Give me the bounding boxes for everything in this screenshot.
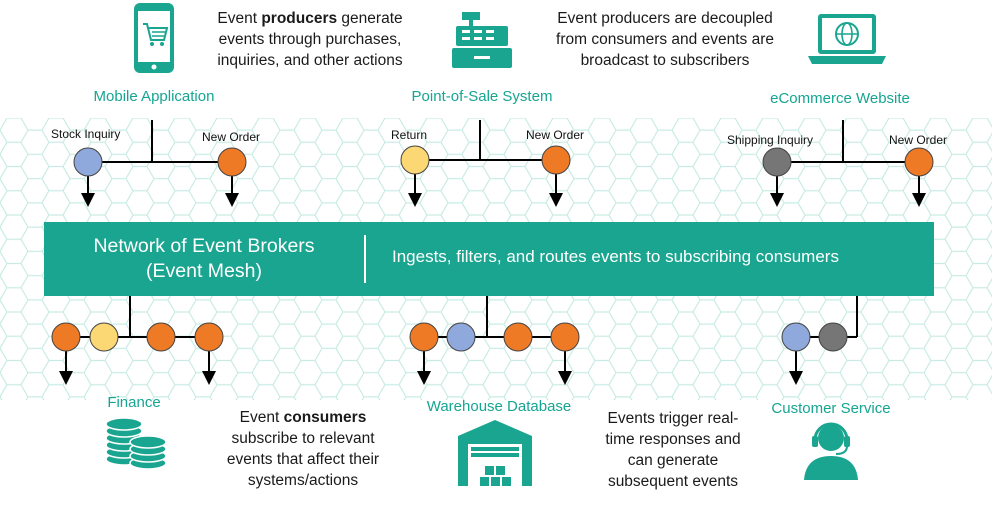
event-circle-new-order: [217, 147, 247, 177]
event-circle-stock-inquiry: [73, 147, 103, 177]
consumers-note: Event consumers subscribe to relevant ev…: [226, 409, 380, 489]
event-label-new-order-mobile: New Order: [202, 130, 261, 144]
event-label-stock-inquiry: Stock Inquiry: [51, 127, 121, 141]
event-circle-consumed: [781, 322, 811, 352]
event-label-shipping-inquiry: Shipping Inquiry: [727, 133, 814, 147]
decoupled-note: Event producers are decoupled from consu…: [556, 10, 774, 69]
laptop-globe-icon: [808, 14, 886, 64]
cash-register-icon: [452, 12, 512, 68]
event-circle-consumed: [818, 322, 848, 352]
responses-note: Events trigger real-time responses and c…: [605, 410, 741, 490]
mobile-cart-icon: [134, 3, 174, 73]
event-circle-new-order: [904, 147, 934, 177]
consumer-label-customer-service: Customer Service: [771, 400, 891, 417]
event-circle-shipping-inquiry: [762, 147, 792, 177]
event-circle-consumed: [550, 322, 580, 352]
event-circle-new-order: [541, 145, 571, 175]
event-label-return: Return: [391, 128, 428, 142]
event-circle-consumed: [446, 322, 476, 352]
event-circle-consumed: [194, 322, 224, 352]
event-broker-network: Network of Event Brokers (Event Mesh) In…: [44, 222, 934, 296]
event-circle-consumed: [146, 322, 176, 352]
producers-note: Event producers generate events through …: [217, 10, 403, 69]
event-circle-consumed: [503, 322, 533, 352]
producer-label-ecommerce: eCommerce Website: [770, 90, 910, 107]
consumer-label-finance: Finance: [107, 394, 161, 411]
producer-label-pos: Point-of-Sale System: [411, 88, 553, 105]
headset-agent-icon: [804, 422, 858, 480]
warehouse-icon: [458, 420, 532, 486]
coins-icon: [105, 417, 167, 470]
event-circle-consumed: [51, 322, 81, 352]
producer-label-mobile: Mobile Application: [93, 88, 215, 105]
event-circle-return: [400, 145, 430, 175]
event-circle-consumed: [89, 322, 119, 352]
event-circle-consumed: [409, 322, 439, 352]
event-label-new-order-pos: New Order: [526, 128, 585, 142]
broker-description: Ingests, filters, and routes events to s…: [392, 247, 839, 266]
broker-title: Network of Event Brokers (Event Mesh): [93, 235, 315, 282]
broker-divider: [364, 235, 366, 283]
event-label-new-order-ecommerce: New Order: [889, 133, 948, 147]
consumer-label-warehouse: Warehouse Database: [426, 398, 572, 415]
